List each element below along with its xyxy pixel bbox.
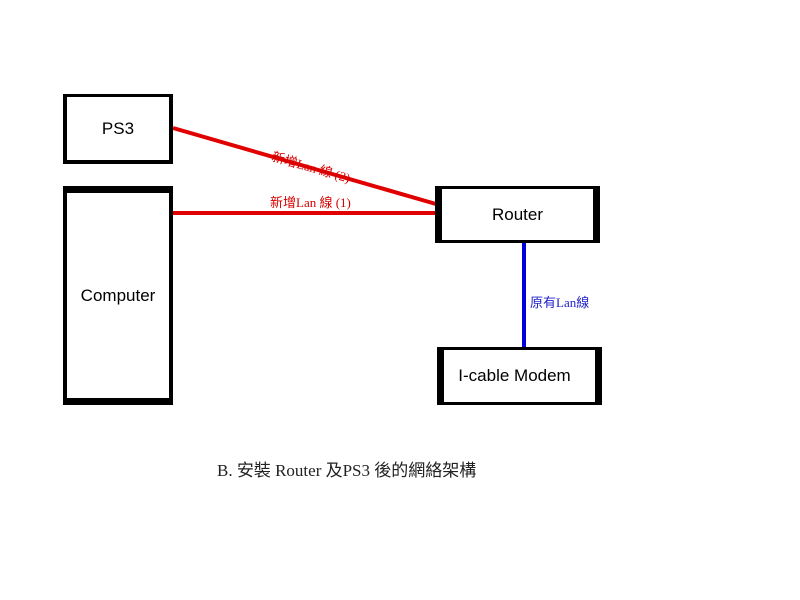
node-router-label: Router [491, 204, 544, 224]
node-ps3-label: PS3 [101, 118, 135, 138]
node-ps3: PS3 [63, 94, 173, 164]
node-router: Router [435, 186, 600, 243]
node-computer: Computer [63, 186, 173, 405]
node-modem: I-cable Modem [437, 347, 602, 405]
node-computer-label: Computer [80, 285, 156, 305]
diagram-caption: B. 安裝 Router 及PS3 後的網絡架構 [217, 461, 477, 480]
link-router-modem-label: 原有Lan線 [530, 295, 590, 310]
link-computer-router-label: 新增Lan 線 (1) [270, 195, 351, 210]
node-modem-label: I-cable Modem [458, 366, 571, 385]
link-ps3-router [172, 126, 437, 206]
